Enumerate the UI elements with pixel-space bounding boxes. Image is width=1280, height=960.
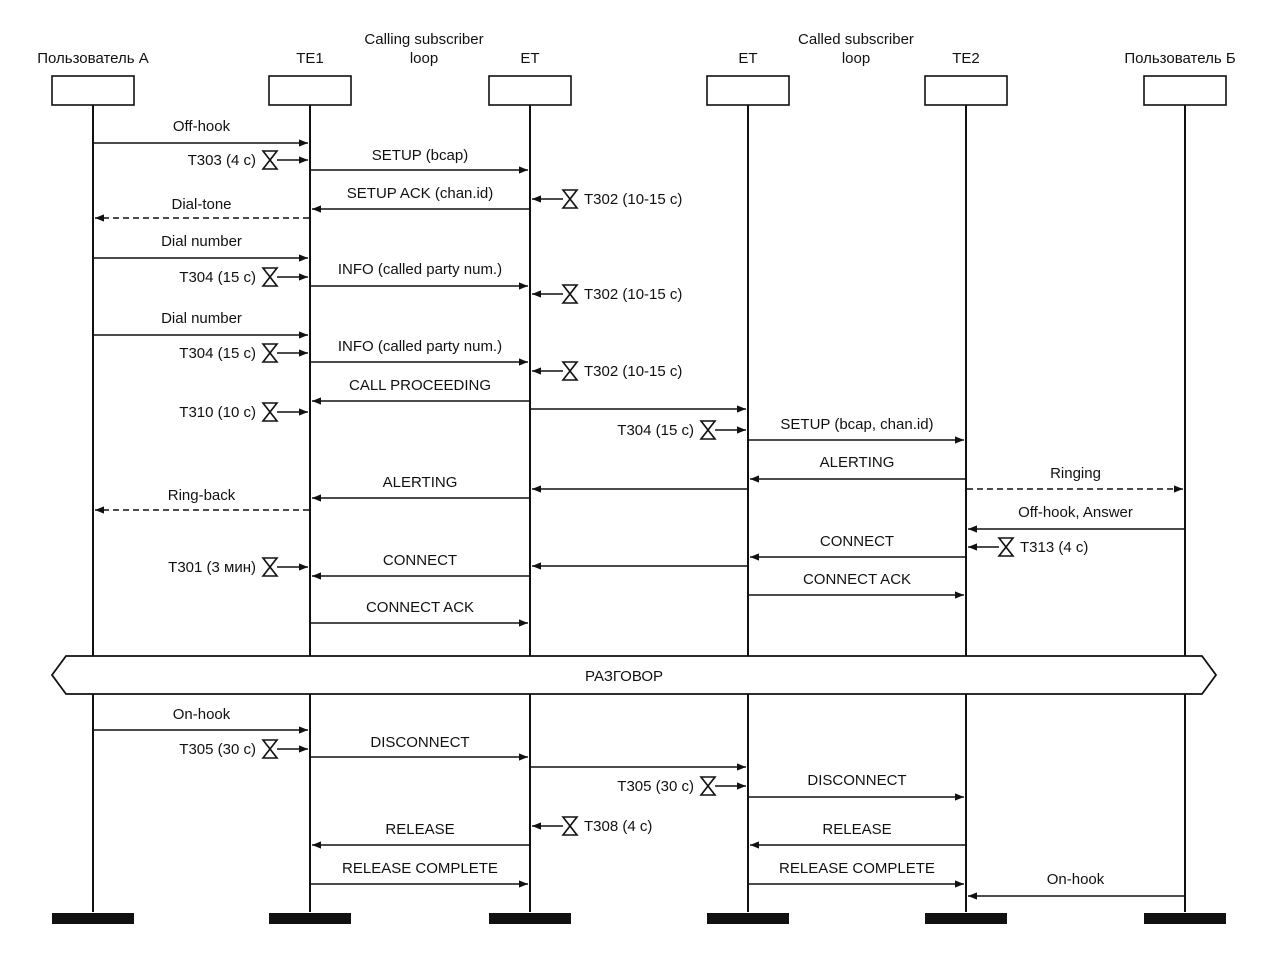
timer-label: T308 (4 с) [584,818,652,835]
hourglass-icon [699,420,717,440]
hourglass-icon [261,739,279,759]
timer-2: T304 (15 с) [179,267,308,287]
timer-label: T304 (15 с) [179,345,256,362]
timer-label: T301 (3 мин) [168,559,256,576]
message-label-26: RELEASE [385,821,454,838]
message-label-0: Off-hook [173,118,231,135]
message-label-3: Dial-tone [171,196,231,213]
timer-label: T303 (4 с) [188,152,256,169]
timer-label: T313 (4 с) [1020,539,1088,556]
timer-label: T302 (10-15 с) [584,286,682,303]
message-label-14: ALERTING [383,474,458,491]
header-label-called-loop-line1: Called subscriber [798,31,914,48]
timer-7: T304 (15 с) [617,420,746,440]
timer-4: T304 (15 с) [179,343,308,363]
message-label-2: SETUP ACK (chan.id) [347,185,493,202]
message-label-11: ALERTING [820,454,895,471]
message-label-23: DISCONNECT [370,734,469,751]
timer-label: T304 (15 с) [179,269,256,286]
lifeline-end-bar-et2 [707,913,789,924]
timer-label: T302 (10-15 с) [584,191,682,208]
participant-label-user-b: Пользователь Б [1124,50,1236,67]
timer-6: T310 (10 с) [179,402,308,422]
conversation-banner-label: РАЗГОВОР [585,668,663,685]
participant-label-et1: ET [520,50,539,67]
message-label-7: INFO (called party num.) [338,338,502,355]
message-label-6: Dial number [161,310,242,327]
timer-1: T302 (10-15 с) [532,189,682,209]
participant-box-te2 [924,75,1008,106]
timer-label: T305 (30 с) [179,741,256,758]
timer-8: T313 (4 с) [968,537,1088,557]
participant-label-te2: TE2 [952,50,980,67]
lifeline-end-bar-user-b [1144,913,1226,924]
hourglass-icon [261,150,279,170]
message-label-21: CONNECT ACK [366,599,474,616]
participant-label-user-a: Пользователь А [37,50,149,67]
timer-9: T301 (3 мин) [168,557,308,577]
participant-box-et1 [488,75,572,106]
lifeline-end-bar-te2 [925,913,1007,924]
participant-label-te1: TE1 [296,50,324,67]
participant-box-et2 [706,75,790,106]
message-label-10: SETUP (bcap, chan.id) [780,416,933,433]
timer-0: T303 (4 с) [188,150,308,170]
message-label-15: Ring-back [168,487,236,504]
lifeline-end-bar-te1 [269,913,351,924]
participant-box-user-a [51,75,135,106]
message-label-30: On-hook [1047,871,1105,888]
hourglass-icon [997,537,1015,557]
message-label-1: SETUP (bcap) [372,147,468,164]
hourglass-icon [561,361,579,381]
timer-11: T305 (30 с) [617,776,746,796]
header-label-calling-loop-line2: loop [410,50,438,67]
lifeline-end-bar-user-a [52,913,134,924]
message-label-4: Dial number [161,233,242,250]
hourglass-icon [261,343,279,363]
message-label-22: On-hook [173,706,231,723]
hourglass-icon [561,284,579,304]
hourglass-icon [261,402,279,422]
message-label-5: INFO (called party num.) [338,261,502,278]
header-label-calling-loop-line1: Calling subscriber [364,31,483,48]
message-label-12: Ringing [1050,465,1101,482]
hourglass-icon [561,189,579,209]
message-label-16: Off-hook, Answer [1018,504,1133,521]
message-label-17: CONNECT [820,533,894,550]
participant-box-te1 [268,75,352,106]
message-label-8: CALL PROCEEDING [349,377,491,394]
message-label-25: DISCONNECT [807,772,906,789]
message-label-27: RELEASE [822,821,891,838]
timer-3: T302 (10-15 с) [532,284,682,304]
timer-10: T305 (30 с) [179,739,308,759]
hourglass-icon [261,557,279,577]
hourglass-icon [561,816,579,836]
timer-label: T305 (30 с) [617,778,694,795]
timer-label: T304 (15 с) [617,422,694,439]
timer-label: T302 (10-15 с) [584,363,682,380]
timer-label: T310 (10 с) [179,404,256,421]
message-label-29: RELEASE COMPLETE [779,860,935,877]
participant-box-user-b [1143,75,1227,106]
participant-label-et2: ET [738,50,757,67]
lifeline-end-bar-et1 [489,913,571,924]
hourglass-icon [699,776,717,796]
header-label-called-loop-line2: loop [842,50,870,67]
message-label-28: RELEASE COMPLETE [342,860,498,877]
timer-12: T308 (4 с) [532,816,652,836]
conversation-banner [50,655,1218,695]
hourglass-icon [261,267,279,287]
message-label-19: CONNECT [383,552,457,569]
message-label-20: CONNECT ACK [803,571,911,588]
timer-5: T302 (10-15 с) [532,361,682,381]
